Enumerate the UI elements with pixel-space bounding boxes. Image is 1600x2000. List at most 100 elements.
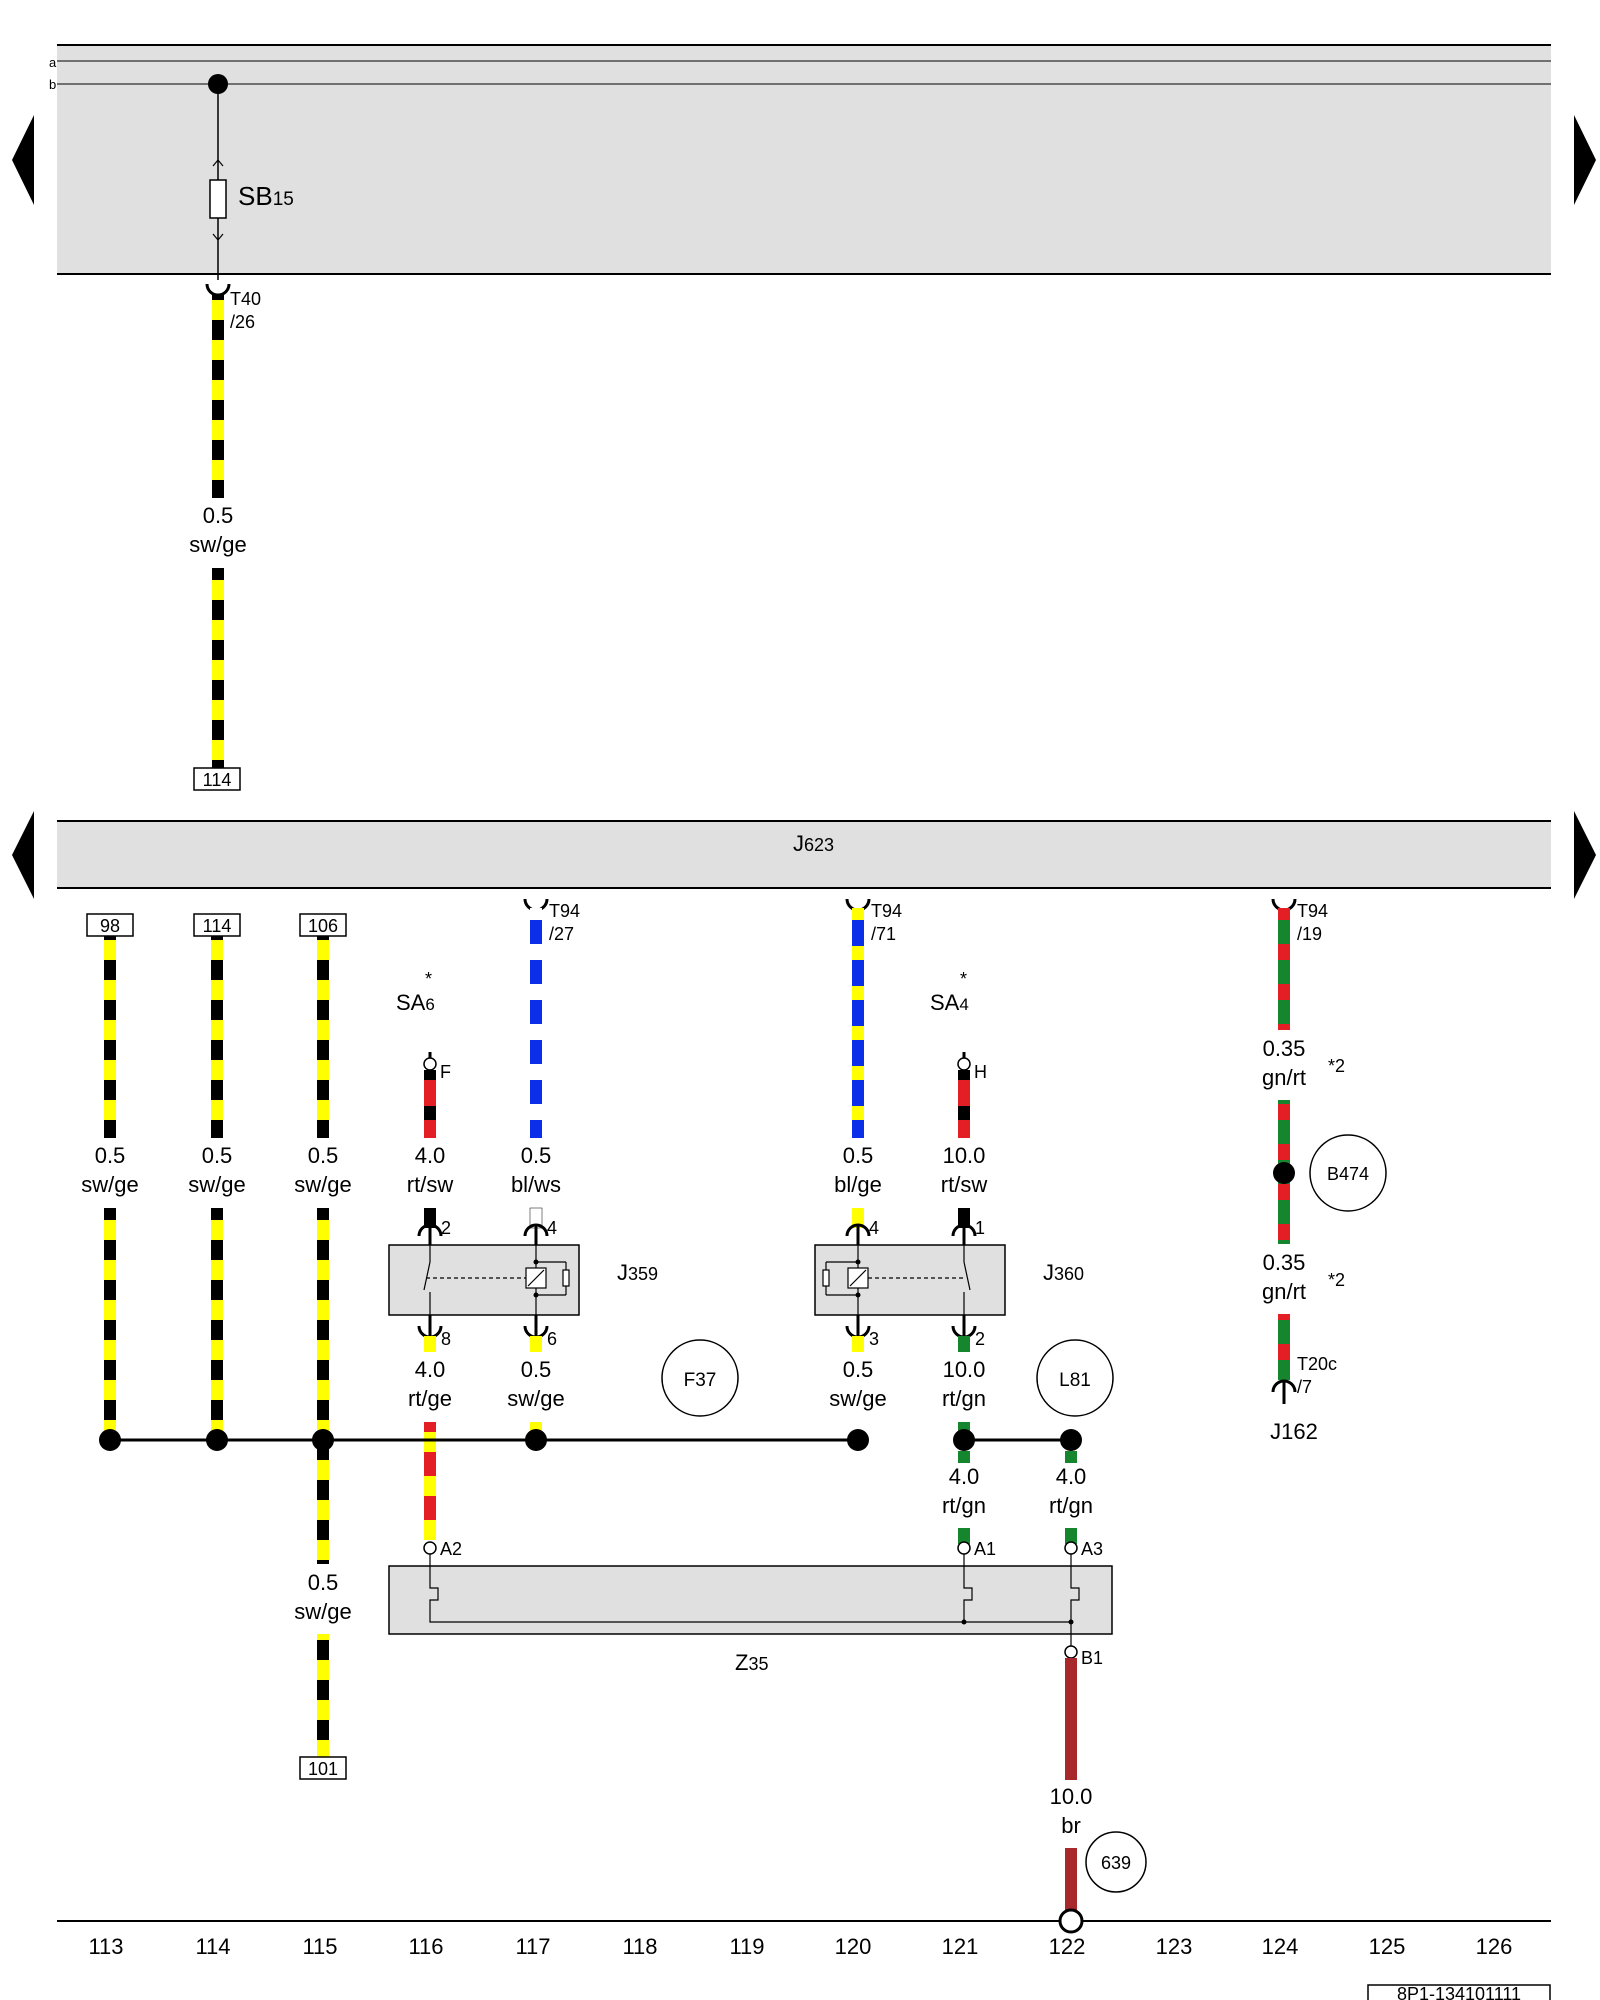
grid-121: 121 <box>942 1934 979 1959</box>
wire-124b-size: 0.35 <box>1263 1250 1306 1275</box>
ref-b474: B474 <box>1327 1164 1369 1184</box>
j623-panel <box>57 821 1551 888</box>
wire-116b-color: rt/ge <box>408 1386 452 1411</box>
heater-z35 <box>388 1565 1113 1635</box>
connector-t94-19-label-b: /19 <box>1297 924 1322 944</box>
wire-116a-size: 4.0 <box>415 1143 446 1168</box>
wire-121-gn-b <box>958 1528 970 1544</box>
wire-114-color: sw/ge <box>188 1172 245 1197</box>
wire-116b-lower <box>424 1422 436 1540</box>
j623-label: J623 <box>793 831 834 856</box>
wire-122b-size: 10.0 <box>1050 1784 1093 1809</box>
sa4-label: SA4 <box>930 990 969 1015</box>
wire-117b-color: sw/ge <box>507 1386 564 1411</box>
wire-117a-color: bl/ws <box>511 1172 561 1197</box>
pin-a2 <box>423 1541 437 1555</box>
wire-121b-color: rt/gn <box>942 1386 986 1411</box>
note-2a: *2 <box>1328 1056 1345 1076</box>
wire-114-size: 0.5 <box>202 1143 233 1168</box>
pin-b1 <box>1064 1645 1078 1659</box>
j359-pin2-label: 2 <box>441 1218 451 1238</box>
wire-122-size: 4.0 <box>1056 1464 1087 1489</box>
junction-115 <box>312 1429 334 1451</box>
sa6-label: SA6 <box>396 990 435 1015</box>
grid-123: 123 <box>1156 1934 1193 1959</box>
relay-j360 <box>814 1244 1006 1316</box>
wire-121-gn-a <box>958 1451 970 1463</box>
ref-101: 101 <box>308 1759 338 1779</box>
relay-j360-dot-b <box>855 1292 861 1298</box>
ref-l81: L81 <box>1059 1370 1091 1391</box>
nav-right-arrow-top[interactable] <box>1574 115 1596 205</box>
bus-label-b: b <box>49 77 56 92</box>
wire-122-gn-a <box>1065 1451 1077 1463</box>
ref-114: 114 <box>203 916 232 936</box>
note-2b: *2 <box>1328 1270 1345 1290</box>
connector-t20c-7-label-a: T20c <box>1297 1354 1337 1374</box>
pin-a1-label: A1 <box>974 1539 996 1559</box>
wire-120b-stub <box>852 1336 864 1352</box>
wire-116b-stub <box>424 1336 436 1352</box>
ground-node-122 <box>1058 1908 1084 1934</box>
j360-pin1-label: 1 <box>975 1218 985 1238</box>
wire-116-rtsw-stub <box>424 1208 436 1228</box>
wire-120-blge <box>852 908 864 1138</box>
wire-116-rtsw <box>424 1070 436 1138</box>
wire-117a-size: 0.5 <box>521 1143 552 1168</box>
connector-t94-27-label-a: T94 <box>549 901 580 921</box>
junction-113 <box>99 1429 121 1451</box>
grid-118: 118 <box>622 1934 657 1959</box>
wire-124a-size: 0.35 <box>1263 1036 1306 1061</box>
fuse-sb15-label: SB15 <box>238 181 294 211</box>
junction-114 <box>206 1429 228 1451</box>
grid-120: 120 <box>835 1934 872 1959</box>
j359-pin4-label: 4 <box>547 1218 557 1238</box>
wire-114-upper <box>211 936 223 1138</box>
wire-122-gn-b <box>1065 1528 1077 1544</box>
wire-121b-size: 10.0 <box>943 1357 986 1382</box>
wire-114-lower <box>211 1208 223 1440</box>
j360-pin4-label: 4 <box>869 1218 879 1238</box>
ref-box-101 <box>299 1756 347 1780</box>
fuse-sb15 <box>208 74 228 280</box>
grid-113: 113 <box>88 1934 123 1959</box>
wire-121-rtsw <box>958 1070 970 1138</box>
nav-left-arrow-top[interactable] <box>12 115 34 205</box>
wire-113-lower <box>104 1208 116 1440</box>
wire-121-rtsw-stub <box>958 1208 970 1228</box>
relay-j360-internals <box>822 1245 971 1315</box>
wire-117b-size: 0.5 <box>521 1357 552 1382</box>
ref-106: 106 <box>308 916 338 936</box>
grid-117: 117 <box>515 1934 550 1959</box>
wire-115-lower <box>317 1208 329 1564</box>
nav-right-arrow-mid[interactable] <box>1574 811 1596 899</box>
wire-124-gnrt-c <box>1278 1314 1290 1380</box>
nav-left-arrow-mid[interactable] <box>12 811 34 899</box>
wire-115b-size: 0.5 <box>308 1570 339 1595</box>
top-panel <box>57 45 1551 274</box>
j360-pin2-label: 2 <box>975 1329 985 1349</box>
wire-t40-swge-lower <box>212 568 224 768</box>
heater-z35-dot-a <box>961 1619 967 1625</box>
connector-t40-26-label-a: T40 <box>230 289 261 309</box>
document-code-box <box>1367 1984 1551 2000</box>
wire-124a-color: gn/rt <box>1262 1065 1306 1090</box>
connector-t20c-7-label-b: /7 <box>1297 1377 1312 1397</box>
junction-122 <box>1060 1429 1082 1451</box>
relay-j359-dot-a <box>533 1259 539 1265</box>
wire-115-color: sw/ge <box>294 1172 351 1197</box>
pin-f <box>423 1057 437 1071</box>
wire-122-br-lower <box>1065 1848 1077 1910</box>
wire-t40-swge-upper <box>212 294 224 498</box>
ref-114-top: 114 <box>203 770 232 790</box>
wire-label-size-top: 0.5 <box>203 503 234 528</box>
grid-114: 114 <box>195 1934 230 1959</box>
pin-h-label: H <box>974 1062 987 1082</box>
grid-116: 116 <box>408 1934 443 1959</box>
junction-121 <box>953 1429 975 1451</box>
ref-98: 98 <box>100 916 120 936</box>
heater-z35-dot-b <box>1068 1619 1074 1625</box>
wire-115-bottom <box>317 1634 329 1758</box>
j359-pin8-label: 8 <box>441 1329 451 1349</box>
